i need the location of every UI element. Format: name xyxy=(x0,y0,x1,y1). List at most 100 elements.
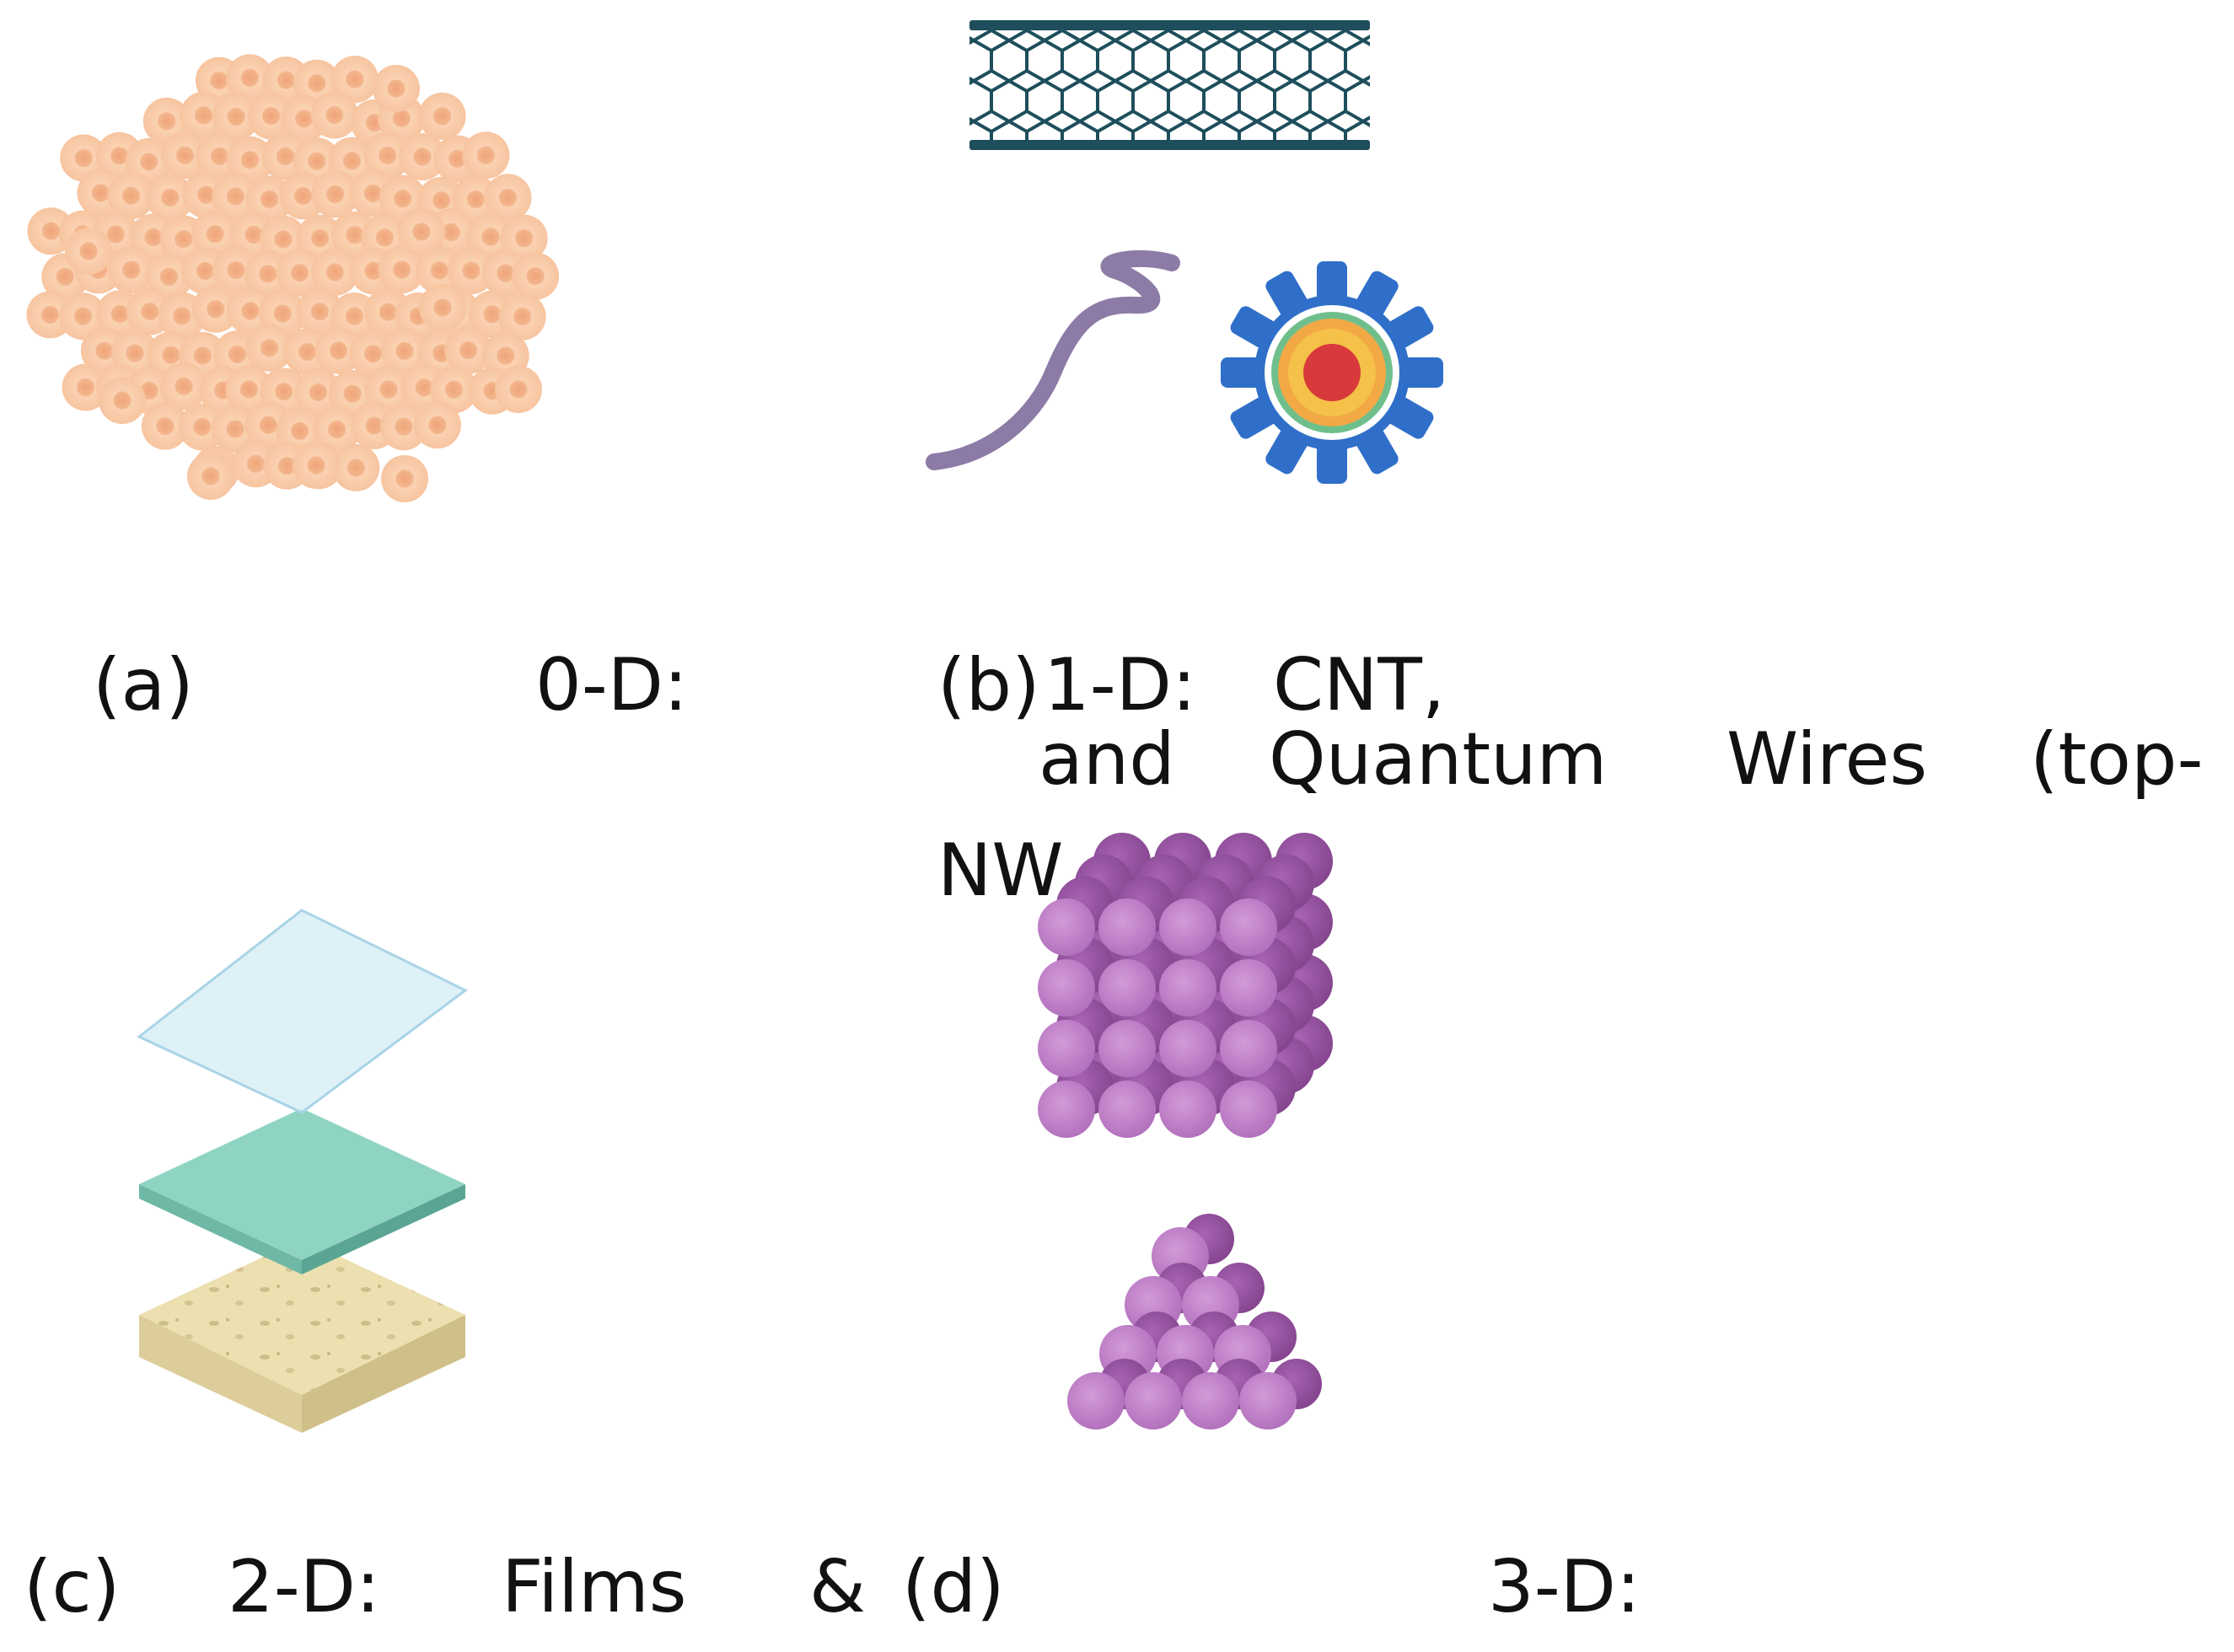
middle-film-layer-icon xyxy=(139,1108,465,1274)
nanoparticle-icon xyxy=(444,326,492,374)
carbon-nanotube-icon xyxy=(969,20,1370,150)
panel-c-label: (c) xyxy=(24,1545,121,1629)
nanoparticle-icon xyxy=(59,292,107,341)
panel-a-label: (a) xyxy=(93,643,194,727)
nanoparticle-icon xyxy=(448,247,495,295)
bulk-pyramid-icon xyxy=(1067,1214,1322,1429)
nanoparticle-icon xyxy=(462,131,510,180)
nanoparticle-icon xyxy=(399,133,446,180)
nanoparticle-icon xyxy=(363,131,411,180)
nanoparticle-icon xyxy=(294,368,342,416)
nanoparticle-icon xyxy=(107,172,155,220)
nanoparticle-icon xyxy=(226,136,274,184)
nanoparticle-icon xyxy=(226,54,274,102)
sphere-icon xyxy=(1159,1020,1216,1077)
nanoparticle-icon xyxy=(311,170,359,218)
panel-b-word-2: Quantum xyxy=(1269,717,1608,802)
nanoparticle-icon xyxy=(313,405,361,453)
nanoparticle-icon xyxy=(311,249,359,296)
nanoparticle-icon xyxy=(62,363,110,411)
nanoparticle-icon xyxy=(160,362,208,410)
nanoparticle-icon xyxy=(330,56,379,104)
panel-c-word-1: Films xyxy=(502,1545,687,1629)
sphere-icon xyxy=(1220,1081,1277,1138)
nanoparticle-icon xyxy=(430,366,478,414)
nanoparticle-icon xyxy=(191,210,239,258)
nanoparticle-icon xyxy=(187,453,234,500)
nanoparticle-icon xyxy=(65,228,112,275)
nanoparticle-icon xyxy=(212,173,260,220)
sphere-icon xyxy=(1159,898,1216,956)
nanoparticle-icon xyxy=(145,253,193,301)
nanoparticle-icon xyxy=(512,252,560,300)
nanoparticle-icon xyxy=(495,366,542,413)
sphere-icon xyxy=(1125,1372,1182,1429)
sphere-icon xyxy=(1220,898,1277,956)
nanoparticle-icon xyxy=(332,443,380,491)
sphere-icon xyxy=(1038,1081,1095,1138)
panel-c-dimension: 2-D: xyxy=(228,1545,380,1629)
nanoparticle-icon xyxy=(398,208,445,255)
sphere-icon xyxy=(1038,959,1095,1016)
sphere-icon xyxy=(1159,959,1216,1016)
sphere-icon xyxy=(1038,898,1095,956)
quantum-dot-icon xyxy=(1221,261,1443,484)
panel-b-word-3: Wires xyxy=(1727,717,1928,802)
nanoparticle-icon xyxy=(310,91,358,139)
nanoparticle-icon xyxy=(141,402,189,450)
nanowire-icon xyxy=(926,249,1180,470)
nanoparticle-icon xyxy=(293,442,340,489)
bulk-cube-icon xyxy=(1038,833,1333,1138)
nanoparticle-icon xyxy=(500,214,548,262)
nanoparticle-icon xyxy=(381,327,428,375)
panel-b-word-4: (top- xyxy=(2030,717,2204,802)
sphere-icon xyxy=(1220,1020,1277,1077)
nanoparticle-icon xyxy=(212,93,260,141)
nanoparticle-icon xyxy=(378,246,426,293)
nanoparticle-icon xyxy=(418,92,466,140)
thin-films-stack-icon xyxy=(137,909,468,1433)
nanoparticle-icon xyxy=(498,292,546,341)
nanoparticle-icon xyxy=(146,174,194,222)
sphere-icon xyxy=(1038,1020,1095,1077)
sphere-icon xyxy=(1098,1081,1156,1138)
panel-c-word-2: & xyxy=(809,1545,867,1629)
nanoparticle-icon xyxy=(314,326,362,374)
nanoparticle-icon xyxy=(276,249,324,297)
nanoparticle-icon xyxy=(245,324,293,372)
nanoparticle-icon xyxy=(191,285,239,333)
panel-b-line1: CNT, xyxy=(1273,643,1446,727)
panel-b-label: (b) xyxy=(937,643,1040,727)
sphere-icon xyxy=(1098,959,1156,1016)
substrate-layer-icon xyxy=(139,1239,465,1433)
nanoparticle-icon xyxy=(380,403,427,451)
sphere-icon xyxy=(1098,898,1156,956)
panel-b-line3: NW xyxy=(937,829,1064,913)
sphere-icon xyxy=(1182,1372,1239,1429)
nanoparticle-icon xyxy=(484,174,532,222)
nanoparticle-icon xyxy=(419,284,466,331)
sphere-icon xyxy=(1159,1081,1216,1138)
nanoparticle-icon xyxy=(60,134,108,182)
panel-b-word-1: and xyxy=(1039,717,1175,802)
panel-d-dimension: 3-D: xyxy=(1488,1545,1641,1629)
nanoparticle-icon xyxy=(296,287,344,335)
sphere-icon xyxy=(1220,959,1277,1016)
nanoparticle-icon xyxy=(161,131,209,180)
nanoparticle-icon xyxy=(107,246,155,294)
panel-d-label: (d) xyxy=(902,1545,1005,1629)
top-film-layer-icon xyxy=(137,909,468,1114)
panel-a-dimension: 0-D: xyxy=(535,643,688,727)
sphere-icon xyxy=(1239,1372,1297,1429)
nanoparticle-icon xyxy=(413,401,461,449)
nanoparticle-icon xyxy=(99,377,146,424)
nanoparticle-icon xyxy=(365,366,412,413)
nanoparticle-icon xyxy=(373,65,420,112)
sphere-icon xyxy=(1098,1020,1156,1077)
nanoparticle-icon xyxy=(381,455,428,502)
panel-b-dimension: 1-D: xyxy=(1044,643,1196,727)
nanoparticle-icon xyxy=(225,365,273,413)
sphere-icon xyxy=(1067,1372,1125,1429)
nanoparticle-cluster-icon xyxy=(26,54,560,502)
